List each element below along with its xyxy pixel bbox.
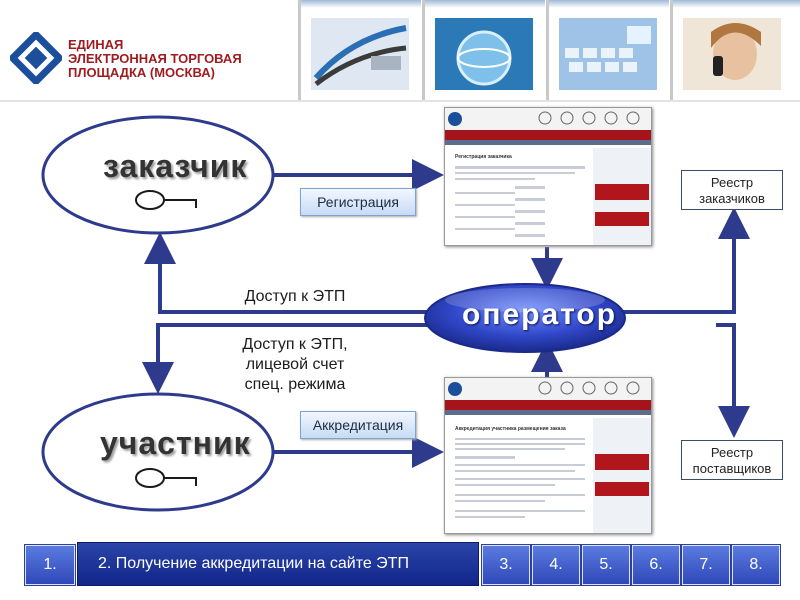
arrow-operator-to-participant: [142, 323, 432, 394]
accreditation-screenshot-title: Аккредитация участника размещения заказа: [455, 426, 566, 432]
nav-step-4[interactable]: 4.: [532, 545, 580, 585]
nav-step-3[interactable]: 3.: [482, 545, 530, 585]
arrow-operator-to-suppliers-registry: [716, 323, 750, 438]
nav-step-5[interactable]: 5.: [582, 545, 630, 585]
registration-screenshot-title: Регистрация заказчика: [455, 154, 512, 160]
accreditation-screenshot: Аккредитация участника размещения заказа: [444, 377, 652, 534]
etp-logo-icon: [10, 32, 62, 84]
registration-page-thumbnail: [445, 108, 651, 245]
arrow-operator-to-customer: [144, 232, 432, 314]
registration-button[interactable]: Регистрация: [300, 188, 416, 216]
accreditation-page-thumbnail: [445, 378, 651, 533]
nav-step-1[interactable]: 1.: [25, 545, 75, 585]
accreditation-button[interactable]: Аккредитация: [300, 411, 416, 439]
operator-title: оператор: [462, 298, 618, 331]
registration-screenshot: Регистрация заказчика: [444, 107, 652, 246]
nav-step-6[interactable]: 6.: [632, 545, 680, 585]
header-tile-keyboard: [546, 0, 669, 100]
participant-key-icon: [135, 468, 197, 488]
arrow-operator-to-customers-registry: [622, 207, 750, 314]
header-photo-tiles: [298, 0, 800, 100]
customers-registry-box: Реестр заказчиков: [681, 170, 783, 210]
access-etp-label: Доступ к ЭТП: [244, 288, 346, 305]
header: ЕДИНАЯ ЭЛЕКТРОННАЯ ТОРГОВАЯ ПЛОЩАДКА (МО…: [0, 0, 800, 102]
nav-step-2-active[interactable]: 2. Получение аккредитации на сайте ЭТП: [78, 543, 478, 585]
customer-title: заказчик: [103, 148, 248, 184]
header-tile-globe: [422, 0, 545, 100]
header-tile-cables: [298, 0, 421, 100]
suppliers-registry-box: Реестр поставщиков: [681, 440, 783, 480]
access-etp-account-label: Доступ к ЭТП, лицевой счет спец. режима: [242, 336, 348, 393]
nav-step-8[interactable]: 8.: [732, 545, 780, 585]
participant-title: участник: [100, 425, 251, 461]
operator-ellipse[interactable]: [424, 283, 626, 353]
header-tile-woman-phone: [670, 0, 800, 100]
nav-step-7[interactable]: 7.: [682, 545, 730, 585]
logo-text: ЕДИНАЯ ЭЛЕКТРОННАЯ ТОРГОВАЯ ПЛОЩАДКА (МО…: [68, 37, 242, 80]
customer-key-icon: [135, 190, 197, 210]
